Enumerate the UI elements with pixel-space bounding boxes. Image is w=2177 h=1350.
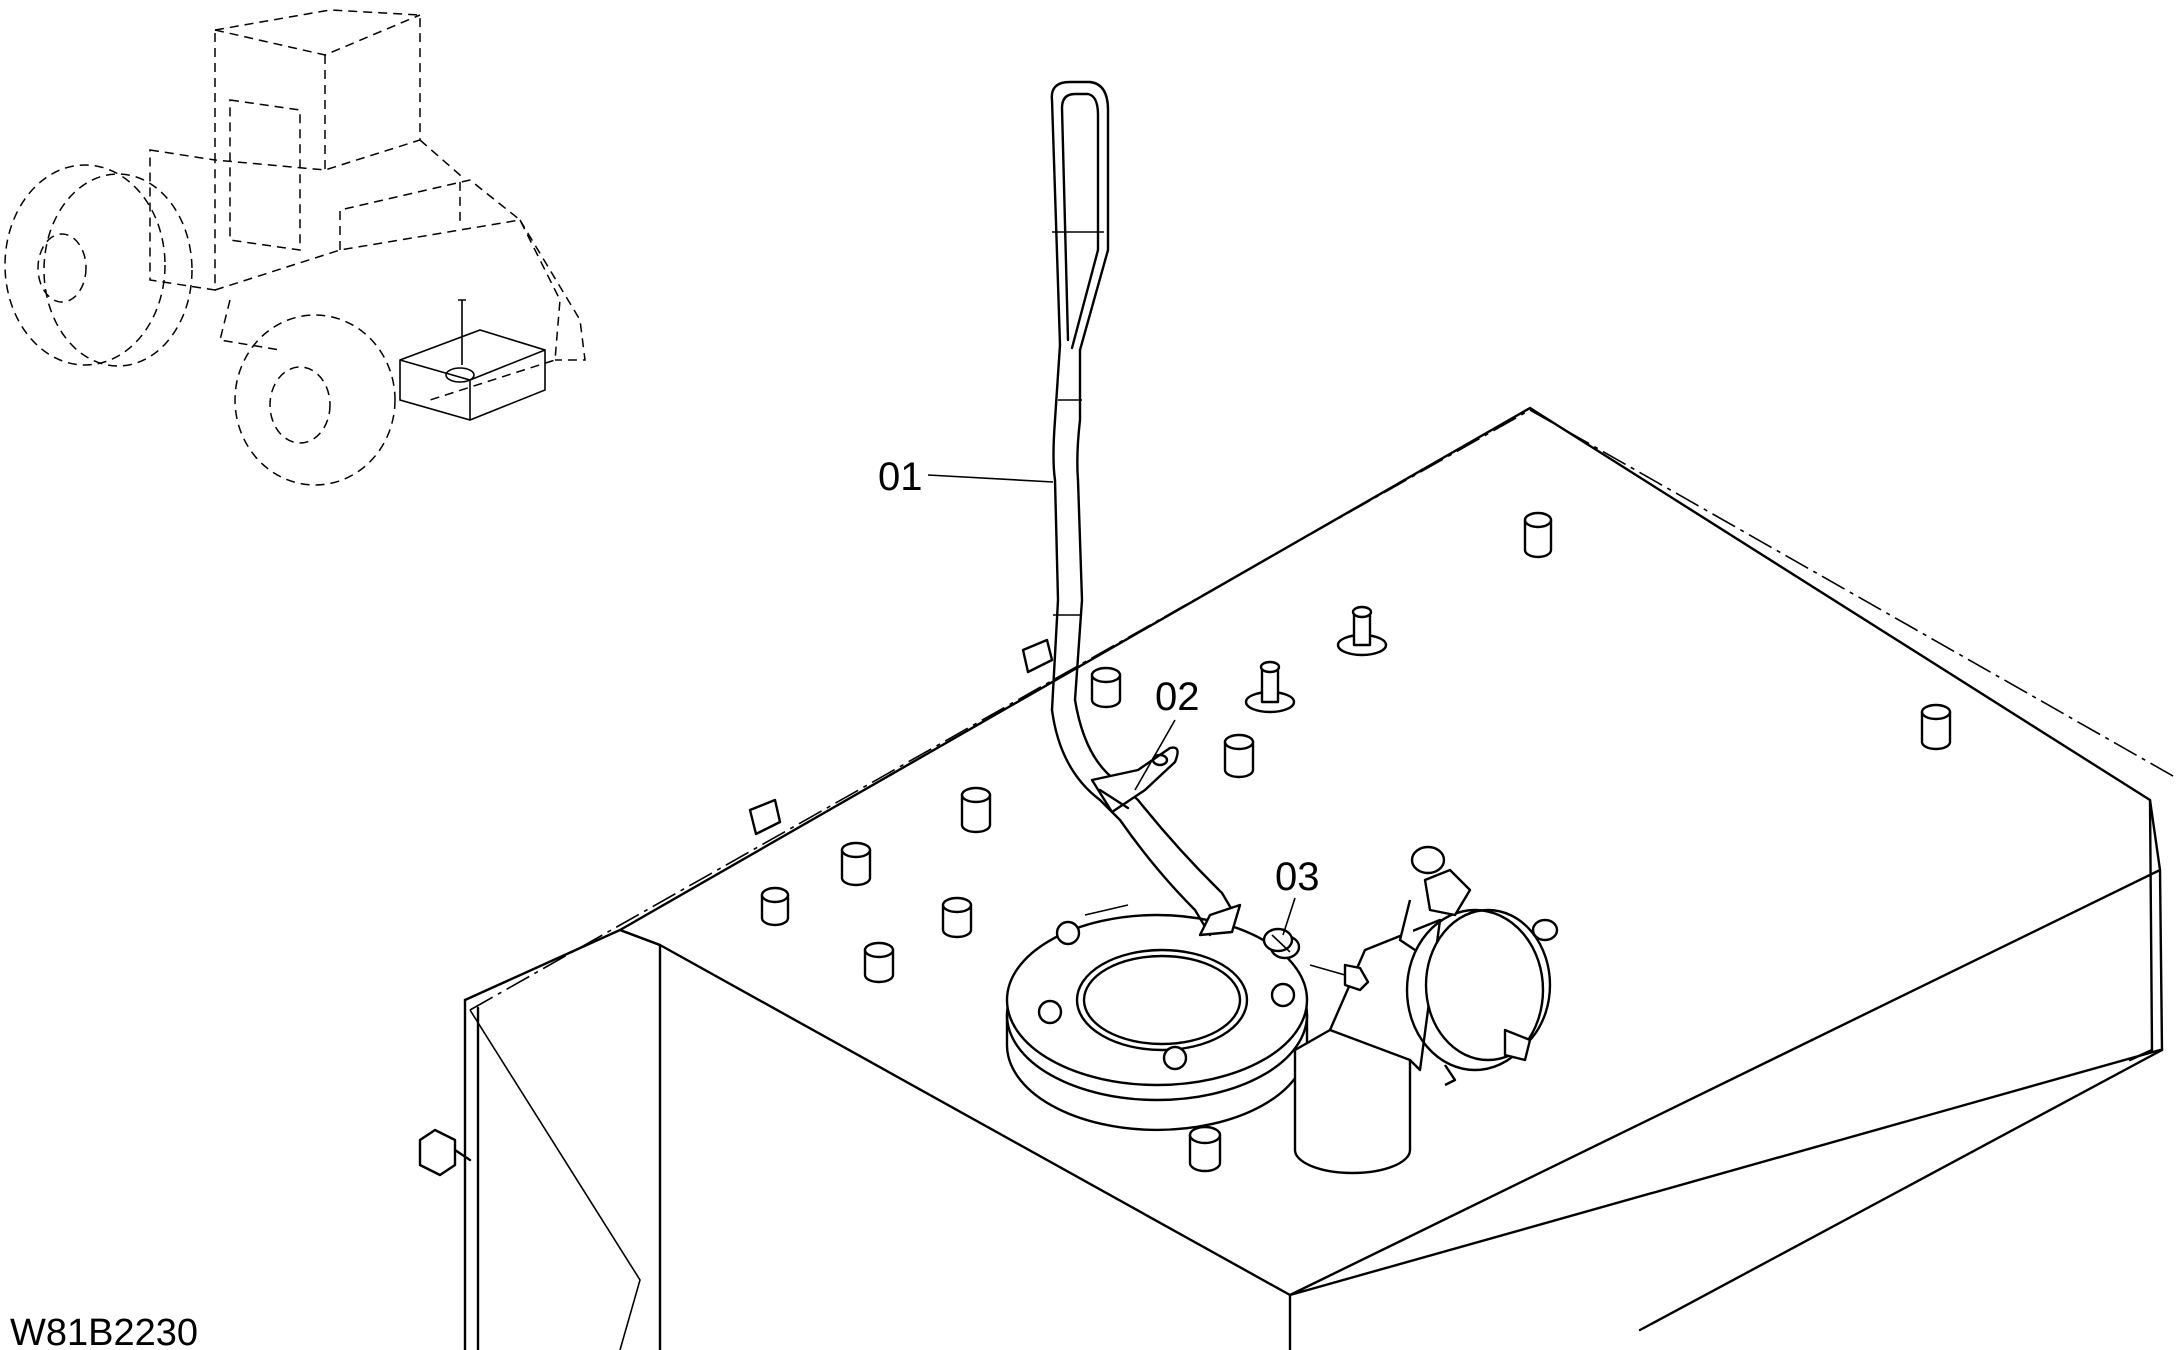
dipstick-pipe[interactable]	[1050, 80, 1242, 937]
fuel-tank	[418, 406, 2177, 1350]
sender-flange	[1005, 904, 1309, 1132]
callout-01-label: 01	[878, 455, 923, 499]
drawing-code: W81B2230	[10, 1312, 198, 1350]
boss	[760, 886, 790, 927]
callout-03: 03	[1275, 855, 1320, 936]
pipe-clamp[interactable]	[1090, 746, 1179, 814]
boss	[1523, 511, 1553, 559]
callout-01: 01	[878, 455, 1054, 499]
boss	[1920, 703, 1952, 751]
tank-bosses	[760, 511, 1952, 1173]
boss	[960, 786, 992, 834]
boss	[863, 941, 895, 984]
machine-overview-inset	[4, 9, 586, 486]
callout-02: 02	[1134, 675, 1200, 791]
boss	[840, 841, 872, 887]
boss	[941, 896, 973, 939]
callout-03-label: 03	[1275, 855, 1320, 899]
boss	[1090, 666, 1122, 709]
boss	[1223, 733, 1255, 779]
filler-neck	[1293, 845, 1559, 1175]
callout-02-label: 02	[1155, 675, 1200, 719]
grommet[interactable]	[1262, 927, 1301, 960]
boss	[1188, 1125, 1222, 1173]
breather-nipple	[1244, 660, 1296, 714]
breather-nipple	[1336, 605, 1388, 657]
